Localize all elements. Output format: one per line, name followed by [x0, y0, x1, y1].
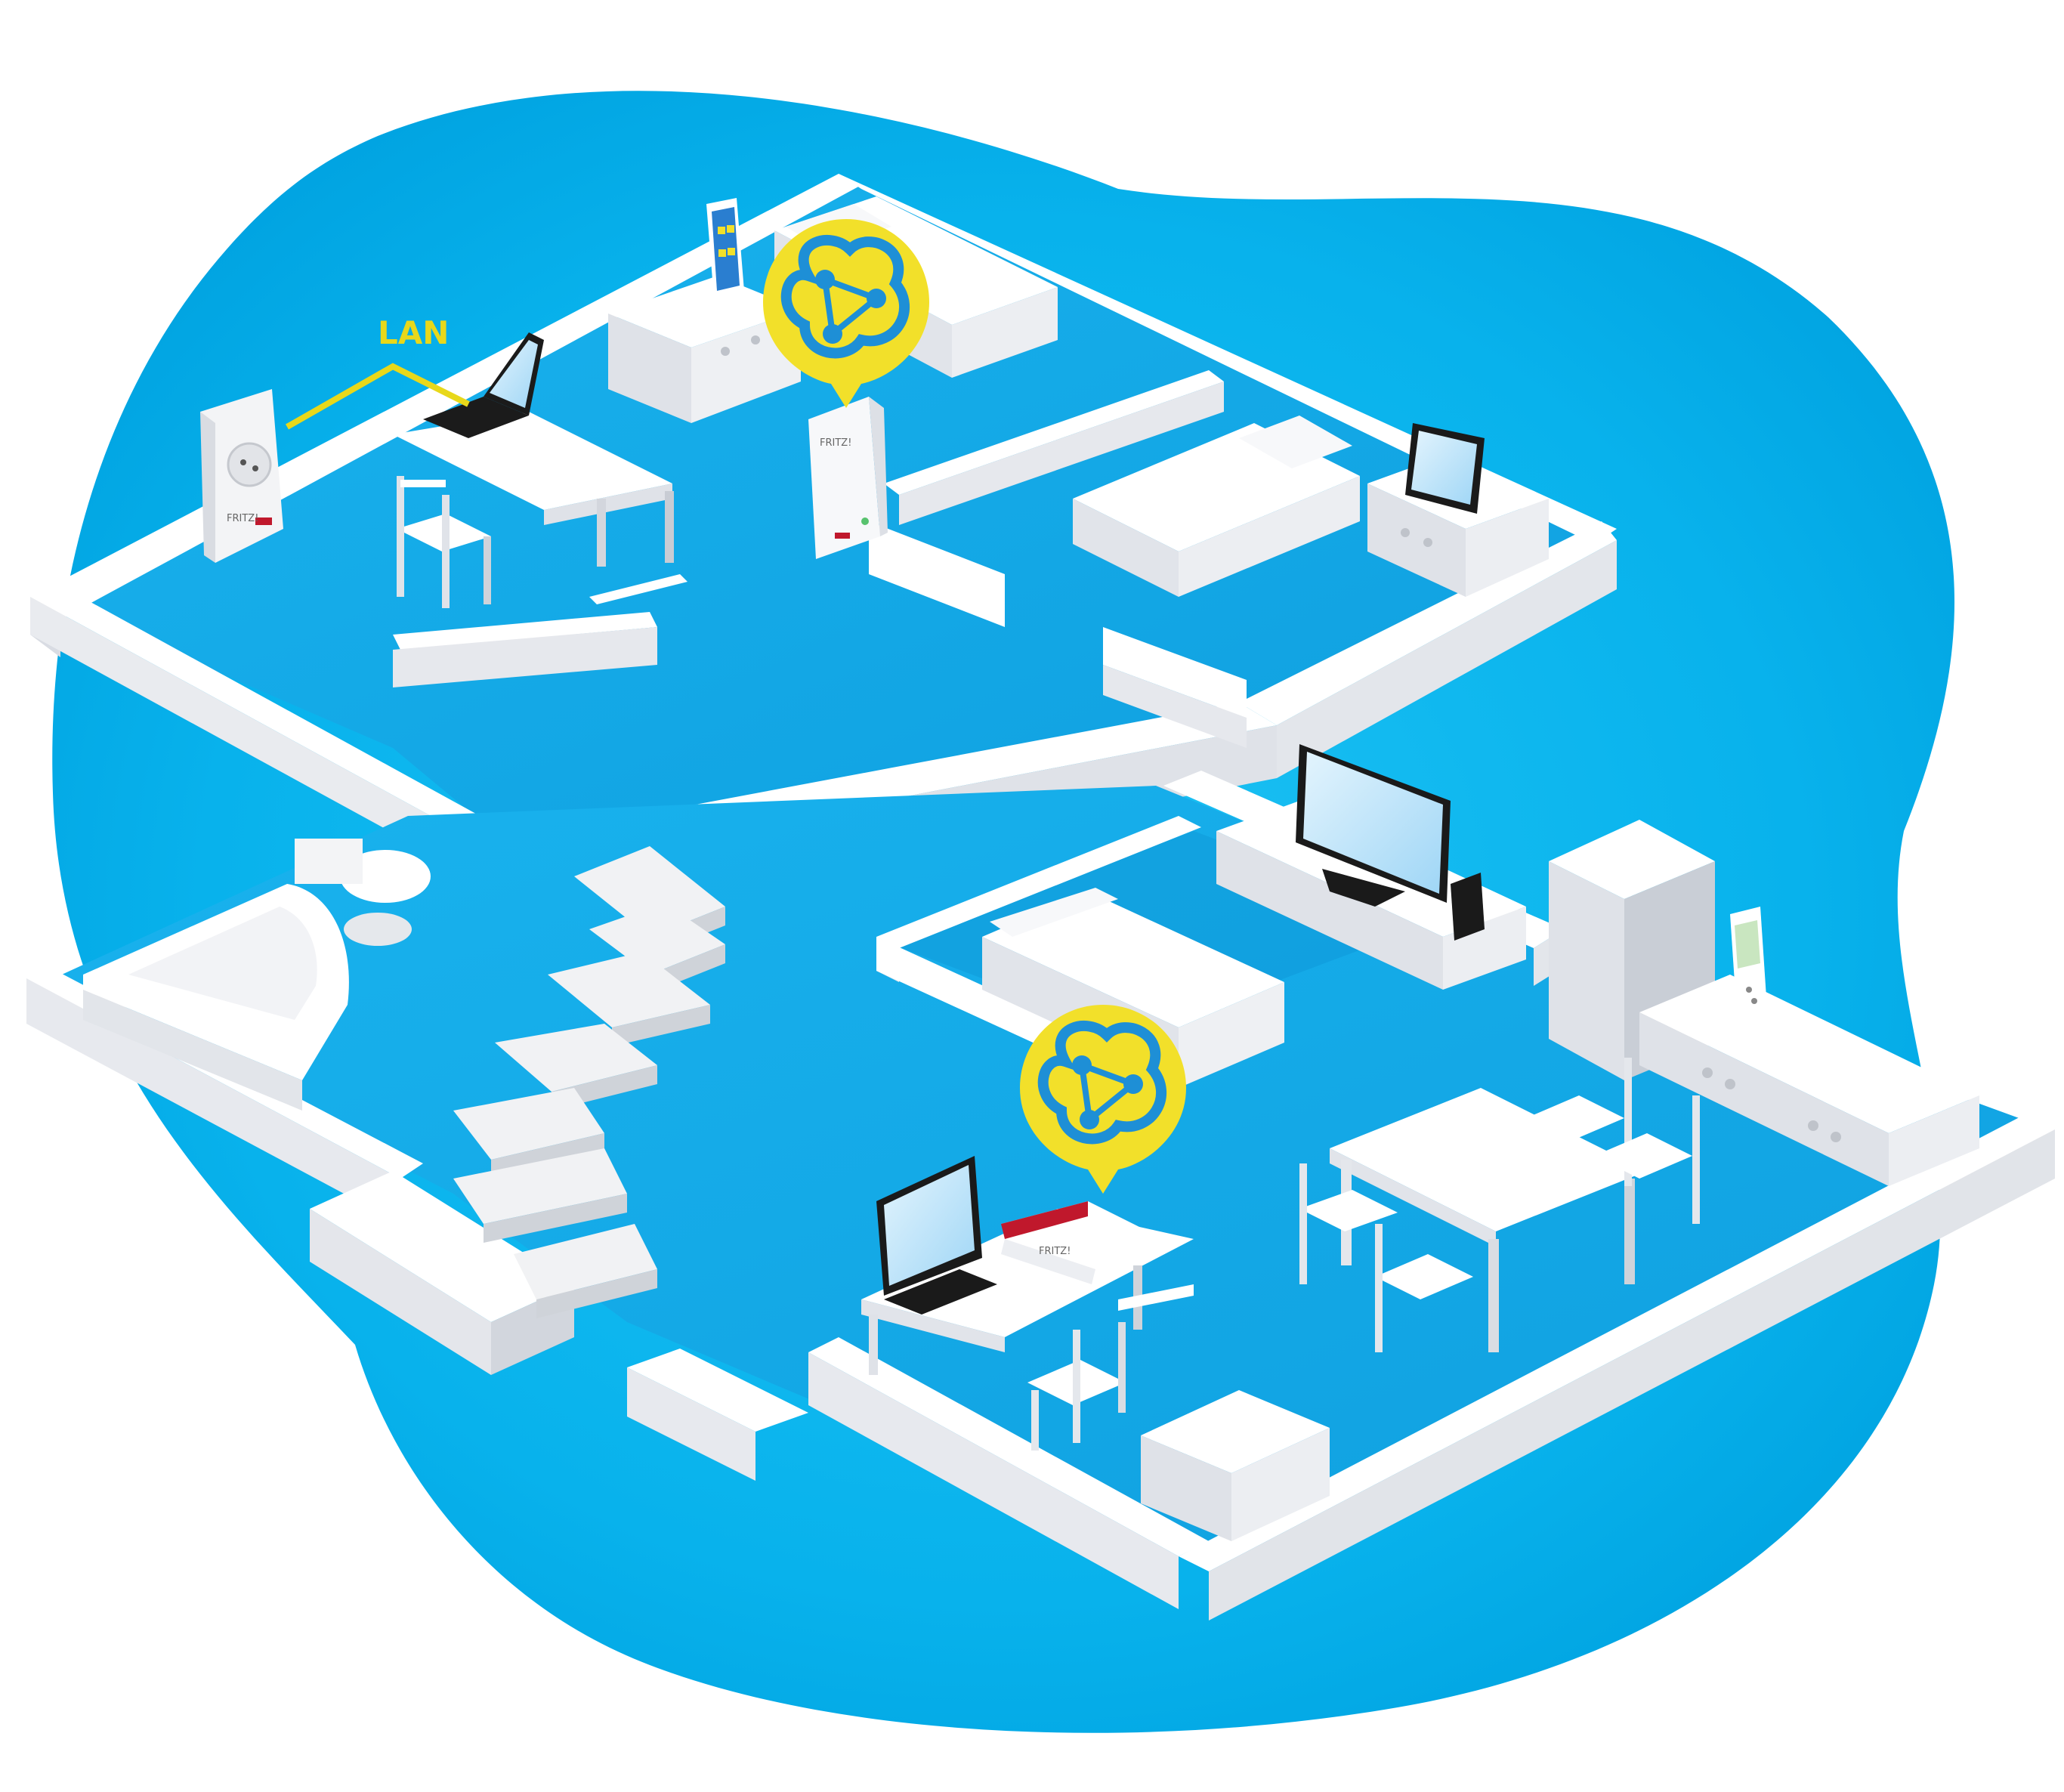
- monitor-lower: [876, 1156, 997, 1315]
- wall-partition-3: [1103, 627, 1247, 718]
- desk-upper: [393, 412, 687, 604]
- wall-partition-1: [884, 370, 1224, 495]
- wall-lower-front-left: [627, 1349, 808, 1432]
- mesh-pin-icon: [763, 219, 929, 408]
- lan-label: LAN: [378, 314, 449, 351]
- chair-lower: [1027, 1322, 1126, 1451]
- wall-partition-2: [869, 521, 1005, 627]
- chair-upper: [397, 476, 491, 608]
- lower-floor: FRITZ!: [26, 744, 2055, 1621]
- powerline-adapter-wall: FRITZ!: [200, 389, 283, 563]
- staircase: [453, 846, 725, 1318]
- wall-partition-4: [393, 612, 657, 650]
- wall-partition-4-face: [393, 627, 657, 687]
- dining-chairs: [1299, 1058, 1700, 1352]
- wall-stair-base: [310, 1171, 574, 1322]
- wall-upper-front-left: [30, 585, 521, 861]
- wall-living-divider: [876, 816, 1201, 948]
- toilet: [295, 839, 431, 946]
- lan-cable: [286, 363, 470, 430]
- cabinet-lower: [1141, 1390, 1330, 1541]
- wall-lower-right-front: [1179, 1111, 2055, 1571]
- wall-lower-right-front-face: [1209, 1129, 2055, 1621]
- wall-lower-front-face: [808, 1352, 1179, 1609]
- wall-living-front: [876, 937, 1058, 1054]
- wall-upper-right-front: [1239, 521, 1617, 725]
- wall-partition-1-face: [899, 382, 1224, 525]
- adapter-brand-text: FRITZ!: [227, 513, 258, 524]
- mesh-pin-icon: [1020, 1005, 1186, 1194]
- bed-upper-2: [1073, 416, 1360, 597]
- repeater-brand-text: FRITZ!: [820, 437, 851, 449]
- wall-stair-base-face: [310, 1209, 491, 1375]
- router-brand-text: FRITZ!: [1039, 1246, 1071, 1257]
- mesh-repeater-upper: FRITZ!: [808, 397, 888, 559]
- wall-bathroom-left-face: [26, 978, 400, 1224]
- laptop-upper: [423, 332, 544, 438]
- wall-lower-front-left-face: [627, 1367, 755, 1481]
- wall-lower-front: [808, 1337, 1209, 1556]
- game-console: [1451, 873, 1485, 941]
- wall-upper-right-front-face: [1277, 540, 1617, 778]
- dining-table: [1330, 1088, 1647, 1352]
- wall-partition-3-face: [1103, 665, 1247, 748]
- router-lower: FRITZ!: [1001, 1201, 1179, 1284]
- tablet-upper: [1405, 423, 1485, 514]
- kitchen-counter: [1639, 975, 1979, 1186]
- bathtub: [83, 884, 349, 1111]
- cordless-phone: [1730, 907, 1768, 1027]
- smartphone-upper: [706, 198, 744, 298]
- television: [1296, 744, 1451, 907]
